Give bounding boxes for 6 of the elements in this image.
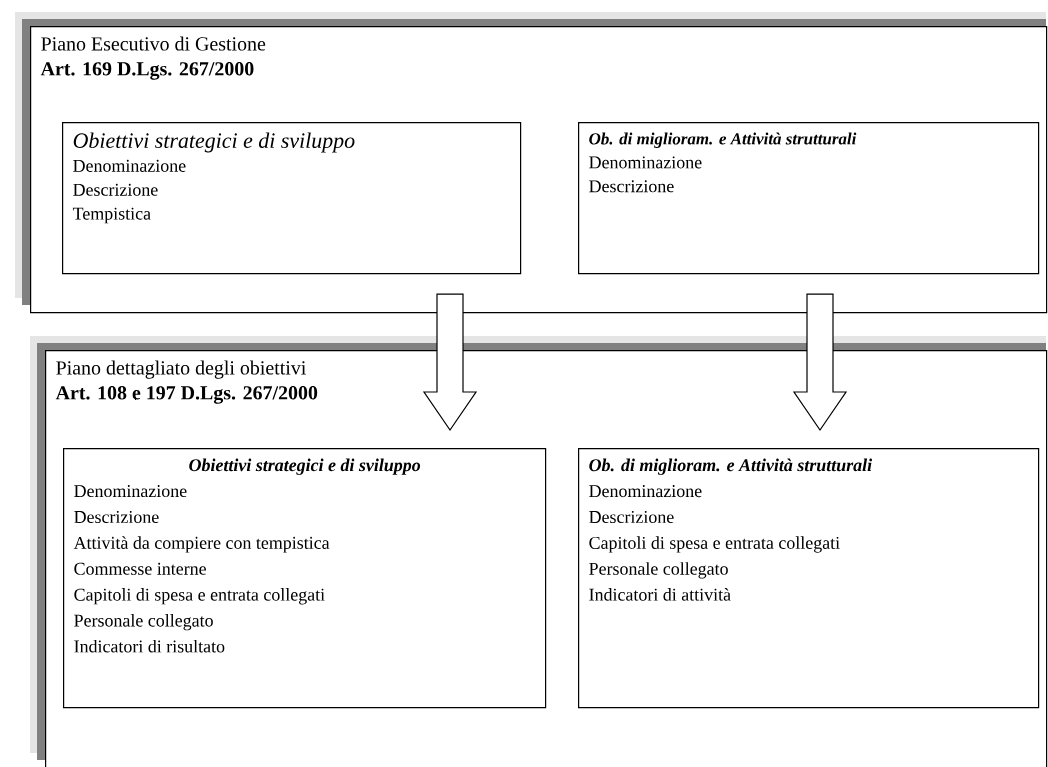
objectives-box: Ob. di miglioram. e Attività strutturali Denominazione Descrizione Capitoli di spesa e entrata collegati Personale collegato Indicatori di attività (578, 448, 1040, 709)
block-arrow (792, 293, 848, 432)
block-arrow (422, 293, 478, 432)
objectives-box: Obiettivi strategici e di sviluppo Denominazione Descrizione Tempistica (62, 122, 522, 275)
objectives-box: Ob. di miglioram. e Attività strutturali Denominazione Descrizione (578, 122, 1040, 275)
objectives-box: Obiettivi strategici e di sviluppo Denominazione Descrizione Attività da compiere con tempistica Commesse interne Capitoli di spesa e entrata collegati Personale collegato Indicatori di risultato (63, 448, 547, 709)
